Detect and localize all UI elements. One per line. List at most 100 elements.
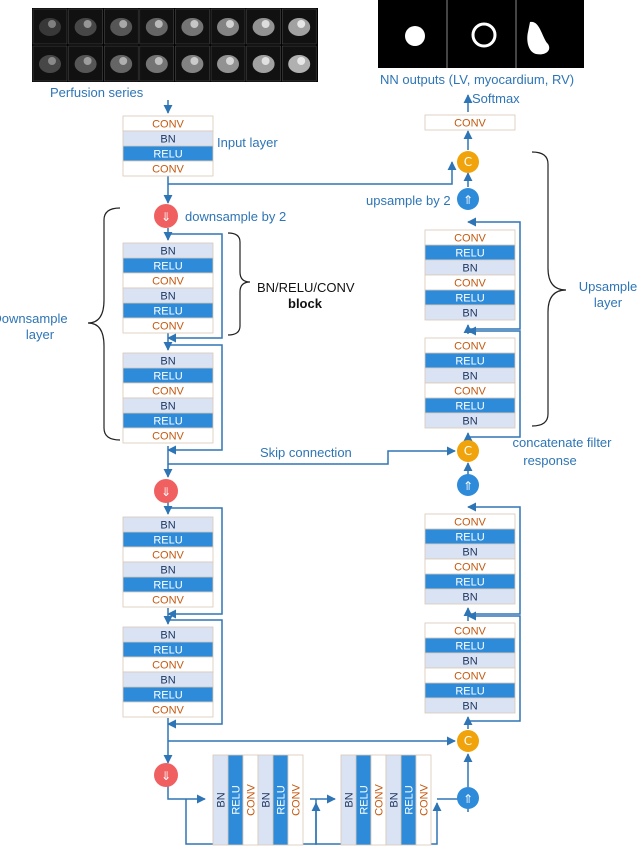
relu-layer-label: RELU (455, 356, 484, 368)
perfusion-image-strip (32, 8, 318, 82)
relu-layer-label: RELU (153, 416, 182, 428)
relu-layer-label: RELU (455, 401, 484, 413)
bn-layer-label: BN (462, 547, 477, 559)
relu-layer-label: RELU (455, 532, 484, 544)
connections (163, 94, 521, 845)
bn-layer-label: BN (462, 701, 477, 713)
conv-layer-label: CONV (454, 278, 486, 290)
concat-filter-label-line1: concatenate filter (512, 435, 612, 450)
block-label-line1: BN/RELU/CONV (257, 280, 355, 295)
concat-filter-label-line2: response (523, 453, 576, 468)
upsample-layer-label-line2: layer (594, 295, 623, 310)
bn-layer-label: BN (216, 792, 228, 807)
bn-layer-label: BN (462, 308, 477, 320)
relu-layer-label: RELU (455, 686, 484, 698)
relu-layer-label: RELU (153, 306, 182, 318)
conv-layer-label: CONV (152, 276, 184, 288)
nn-output-images (378, 0, 584, 68)
rv-mask (527, 21, 550, 55)
concat-symbol: C (464, 155, 472, 169)
conv-layer-label: CONV (454, 386, 486, 398)
conv-layer-label: CONV (454, 118, 486, 130)
bn-layer-label: BN (462, 592, 477, 604)
bn-layer-label: BN (160, 134, 175, 146)
conv-layer-label: CONV (152, 550, 184, 562)
down-block-2b: BN RELU CONV BN RELU CONV (122, 626, 214, 718)
upsample-by-2-label: upsample by 2 (366, 193, 451, 208)
conv-layer-label: CONV (454, 341, 486, 353)
downsample-layer-brace (87, 207, 121, 441)
conv-layer-label: CONV (246, 783, 258, 815)
conv-layer-label: CONV (152, 386, 184, 398)
conv-layer-label: CONV (152, 660, 184, 672)
conv-layer-label: CONV (374, 783, 386, 815)
up-block-1a: CONV RELU BN CONV RELU BN (424, 229, 516, 321)
relu-layer-label: RELU (153, 261, 182, 273)
relu-layer-label: RELU (455, 248, 484, 260)
downsample-by-2-label: downsample by 2 (185, 209, 286, 224)
downsample-node-2: ⇓ (154, 479, 178, 503)
upsample-node-1: ⇑ (457, 188, 479, 210)
bn-layer-label: BN (462, 371, 477, 383)
relu-layer-label: RELU (455, 293, 484, 305)
relu-layer-label: RELU (153, 690, 182, 702)
lv-mask (405, 26, 425, 46)
upsample-layer-label-line1: Upsample (579, 279, 638, 294)
concat-node-top: C (457, 151, 479, 173)
bn-layer-label: BN (160, 246, 175, 258)
input-layer-label: Input layer (217, 135, 278, 150)
conv-layer-label: CONV (454, 671, 486, 683)
bn-layer-label: BN (462, 263, 477, 275)
concat-node-middle: C (457, 440, 479, 462)
relu-layer-label: RELU (276, 785, 288, 814)
concat-symbol: C (464, 734, 472, 748)
relu-layer-label: RELU (231, 785, 243, 814)
skip-connection-label: Skip connection (260, 445, 352, 460)
relu-layer-label: RELU (153, 580, 182, 592)
down-arrow-icon: ⇓ (161, 769, 171, 783)
conv-layer-label: CONV (152, 431, 184, 443)
conv-layer-label: CONV (152, 321, 184, 333)
up-arrow-icon: ⇑ (463, 193, 473, 207)
upsample-node-2: ⇑ (457, 474, 479, 496)
output-conv-layer: CONV (424, 114, 516, 131)
downsample-layer-label-line1: Downsample (0, 311, 68, 326)
softmax-label: Softmax (472, 91, 520, 106)
relu-layer-label: RELU (455, 577, 484, 589)
bn-layer-label: BN (160, 675, 175, 687)
nn-outputs-label: NN outputs (LV, myocardium, RV) (380, 72, 574, 87)
bn-layer-label: BN (389, 792, 401, 807)
braces (87, 151, 567, 441)
down-arrow-icon: ⇓ (161, 485, 171, 499)
down-arrow-icon: ⇓ (161, 210, 171, 224)
block-label-line2: block (288, 296, 323, 311)
bn-layer-label: BN (160, 630, 175, 642)
upsample-node-3: ⇑ (457, 787, 479, 809)
conv-layer-label: CONV (454, 233, 486, 245)
perfusion-series-label: Perfusion series (50, 85, 144, 100)
concat-node-bottom: C (457, 730, 479, 752)
relu-layer-label: RELU (153, 149, 182, 161)
upsample-layer-brace (531, 151, 567, 427)
conv-layer-label: CONV (152, 705, 184, 717)
conv-layer-label: CONV (152, 595, 184, 607)
bn-layer-label: BN (261, 792, 273, 807)
bn-layer-label: BN (160, 356, 175, 368)
relu-layer-label: RELU (455, 641, 484, 653)
conv-layer-label: CONV (454, 517, 486, 529)
up-arrow-icon: ⇑ (463, 479, 473, 493)
relu-layer-label: RELU (153, 645, 182, 657)
downsample-layer-label-line2: layer (26, 327, 55, 342)
up-arrow-icon: ⇑ (463, 792, 473, 806)
relu-layer-label: RELU (153, 535, 182, 547)
downsample-node-3: ⇓ (154, 763, 178, 787)
